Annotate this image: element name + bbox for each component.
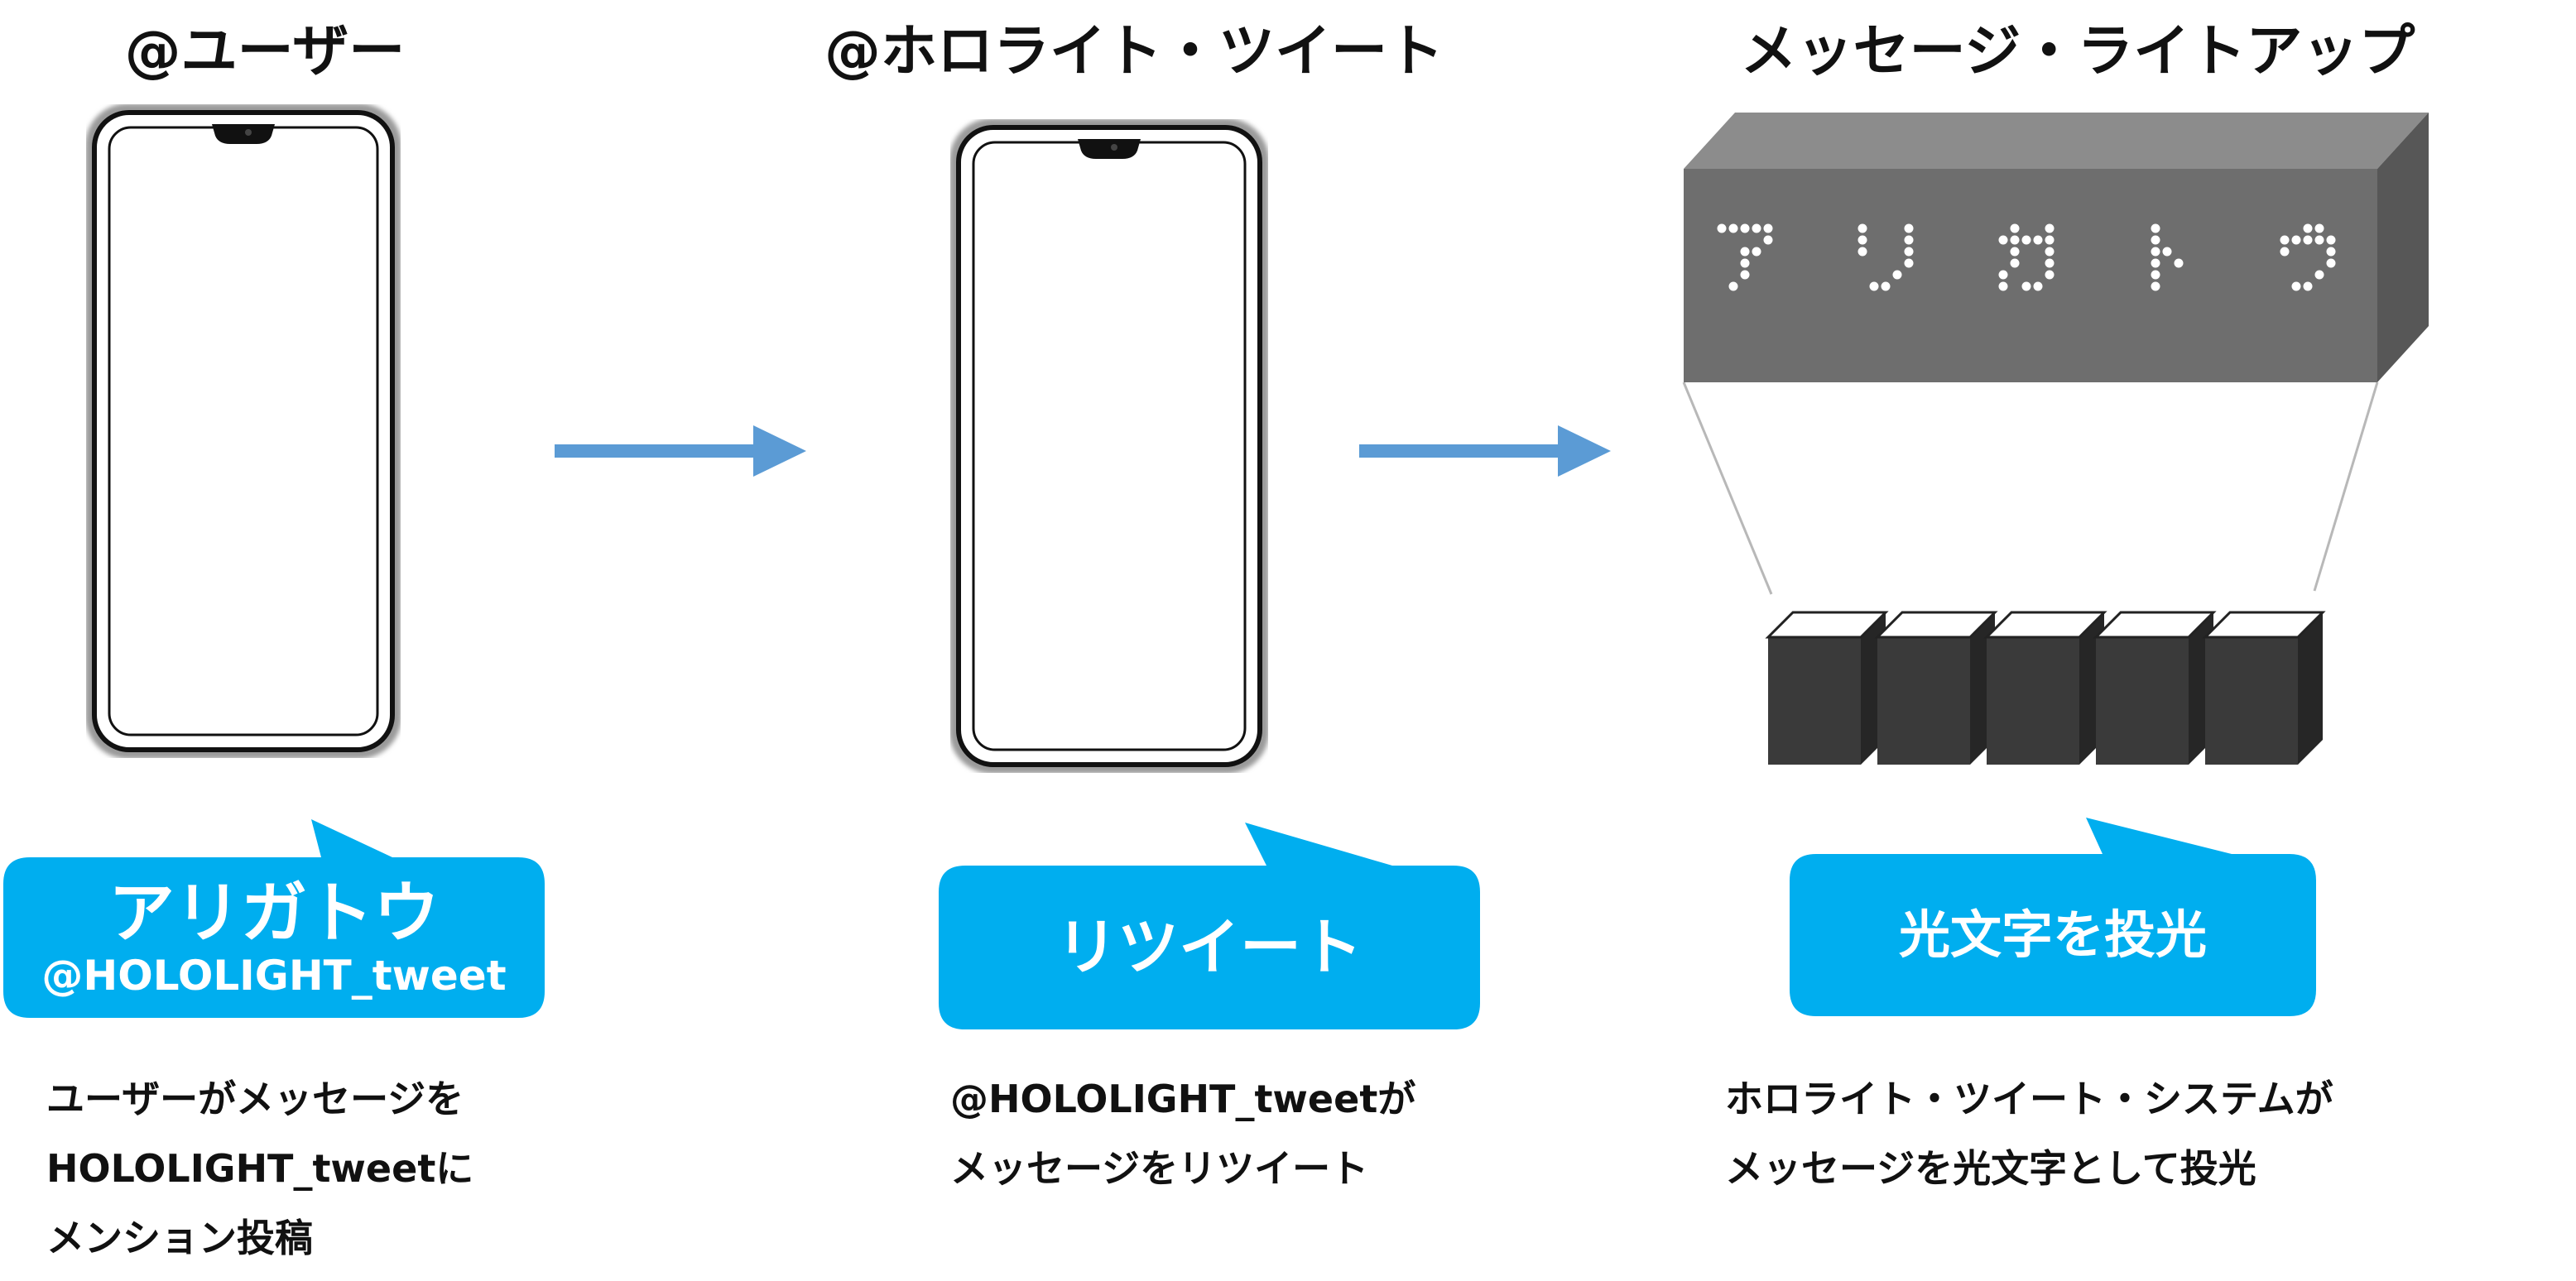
bubble-main-label: リツイート (1056, 912, 1362, 983)
bubble-main-label: 光文字を投光 (1898, 904, 2207, 965)
description-line: @HOLOLIGHT_tweetが (950, 1077, 1416, 1121)
smartphone-icon (86, 104, 401, 758)
bubble-handle-label: @HOLOLIGHT_tweet (41, 952, 507, 1000)
description-line: メッセージをリツイート (950, 1146, 1369, 1191)
led-dot (2010, 247, 2020, 257)
led-dot (2010, 235, 2020, 245)
led-dot (1904, 247, 1914, 257)
led-dot (2314, 223, 2324, 233)
projector-block (1983, 611, 2107, 765)
led-dot (1763, 235, 1773, 245)
led-dot (2326, 258, 2336, 268)
right-arrow-icon (1359, 425, 1611, 477)
led-dot (2045, 258, 2055, 268)
led-dot (2010, 258, 2020, 268)
led-dot (1740, 247, 1750, 257)
description-hololight-tweet: @HOLOLIGHT_tweetが メッセージをリツイート (950, 1064, 1415, 1203)
led-dot (2326, 235, 2336, 245)
led-dot (1763, 223, 1773, 233)
led-dot (1728, 223, 1738, 233)
led-dot (2045, 270, 2055, 280)
led-dot (1717, 223, 1727, 233)
led-dot (1752, 247, 1761, 257)
led-dot (1752, 223, 1761, 233)
led-dot (2291, 281, 2301, 291)
led-dot (1904, 258, 1914, 268)
description-line: メンション投稿 (46, 1216, 313, 1260)
led-dot (1740, 270, 1750, 280)
led-dot (2045, 235, 2055, 245)
led-dot (2045, 247, 2055, 257)
description-line: HOLOLIGHT_tweetに (46, 1146, 474, 1191)
led-dot (1858, 247, 1867, 257)
led-dot (2021, 235, 2031, 245)
led-dot (1904, 223, 1914, 233)
led-dot (1858, 235, 1867, 245)
description-message-lightup: ホロライト・ツイート・システムが メッセージを光文字として投光 (1725, 1064, 2333, 1203)
projector-block (2093, 611, 2217, 765)
led-dot (1740, 223, 1750, 233)
led-dot (2151, 258, 2160, 268)
projector-block-icon (1765, 611, 2326, 765)
led-dot (2151, 235, 2160, 245)
led-dot (1858, 223, 1867, 233)
description-line: ホロライト・ツイート・システムが (1725, 1077, 2333, 1121)
led-dot (2151, 223, 2160, 233)
led-dot (2280, 235, 2290, 245)
led-dot (2326, 247, 2336, 257)
smartphone-icon (950, 119, 1268, 773)
led-dot (2174, 258, 2184, 268)
led-dot (2151, 247, 2160, 257)
led-dot (2151, 270, 2160, 280)
led-dot (2303, 281, 2313, 291)
led-dot (2033, 281, 2043, 291)
led-dot (1881, 281, 1891, 291)
description-line: メッセージを光文字として投光 (1725, 1146, 2256, 1191)
led-message-dots (1717, 223, 2336, 291)
bubble-3-text: 光文字を投光 (1790, 854, 2316, 1016)
bubble-1-text: アリガトウ @HOLOLIGHT_tweet (3, 857, 545, 1018)
column-title-hololight-tweet: @ホロライト・ツイート (824, 18, 1444, 84)
led-dot (2291, 235, 2301, 245)
led-dot (2033, 235, 2043, 245)
description-user: ユーザーがメッセージを HOLOLIGHT_tweetに メンション投稿 (46, 1064, 473, 1273)
led-dot (2314, 270, 2324, 280)
led-dot (2151, 281, 2160, 291)
led-dot (1728, 281, 1738, 291)
led-dot (1998, 270, 2008, 280)
speech-bubble (1790, 818, 2316, 1016)
led-dot (1998, 281, 2008, 291)
led-dot (1904, 235, 1914, 245)
led-dot (2021, 281, 2031, 291)
led-dot (2280, 247, 2290, 257)
led-dot (1740, 258, 1750, 268)
led-dot (1998, 235, 2008, 245)
column-title-user: @ユーザー (124, 18, 406, 84)
led-dot (2045, 223, 2055, 233)
led-dot (2162, 247, 2172, 257)
led-dot (1869, 281, 1879, 291)
projector-block (2202, 611, 2326, 765)
right-arrow-icon (555, 425, 806, 477)
bubble-2-text: リツイート (939, 866, 1480, 1029)
description-line: ユーザーがメッセージを (46, 1077, 464, 1121)
bubble-main-label: アリガトウ (108, 875, 440, 952)
led-display-icon (1684, 113, 2429, 382)
led-dot (2303, 223, 2313, 233)
column-title-message-lightup: メッセージ・ライトアップ (1740, 18, 2415, 84)
speech-bubble (939, 823, 1480, 1029)
speech-bubble (3, 819, 545, 1018)
led-dot (2010, 223, 2020, 233)
projector-block (1874, 611, 1998, 765)
led-dot (2314, 235, 2324, 245)
projector-block (1765, 611, 1889, 765)
led-dot (2303, 235, 2313, 245)
led-dot (1892, 270, 1902, 280)
